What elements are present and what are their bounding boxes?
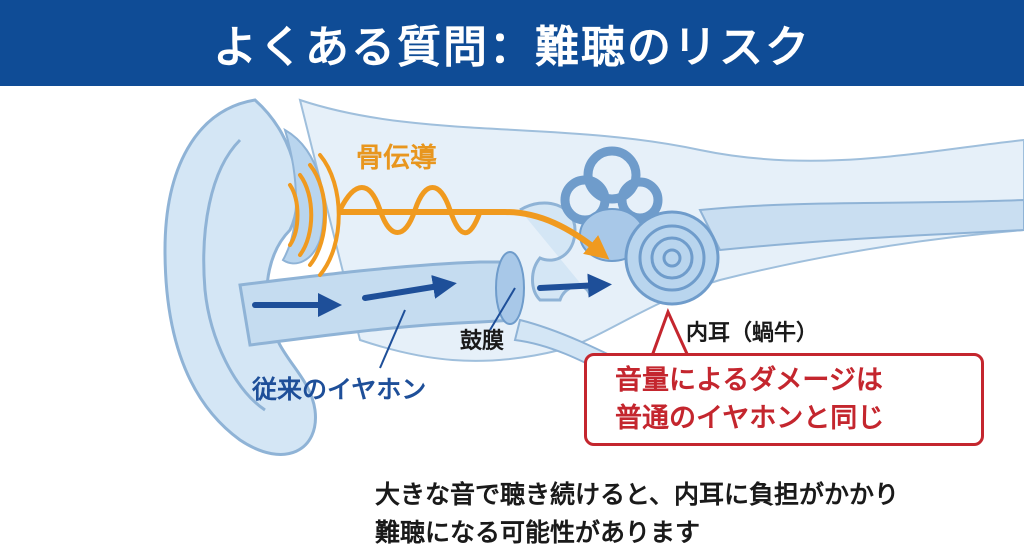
air-arrow-3 (537, 273, 612, 298)
nerve-tube (698, 198, 1024, 252)
vibration-arc-3 (308, 163, 327, 267)
explanation-text: 大きな音で聴き続けると、内耳に負担がかかり 難聴になる可能性があります (375, 476, 899, 552)
callout-tail (649, 308, 691, 358)
callout-line-2: 普通のイヤホンと同じ (615, 403, 885, 434)
vibration-arc-2 (298, 173, 314, 257)
explanation-line-2: 難聴になる可能性があります (375, 518, 701, 547)
bone-conduction-label: 骨伝導 (356, 143, 437, 174)
eardrum-label: 鼓膜 (460, 329, 505, 354)
inner-ear-label: 内耳（蝸牛） (686, 321, 819, 346)
eardrum-pointer (489, 287, 516, 331)
bone-conduction-arrow (337, 209, 610, 260)
semicircular-canal-3 (617, 177, 663, 223)
conventional-earphones-label: 従来のイヤホン (252, 375, 427, 404)
page-title: よくある質問：難聴のリスク (213, 22, 811, 73)
semicircular-canal-1 (583, 146, 641, 204)
vibration-arc-1 (288, 183, 300, 247)
eardrum (495, 251, 525, 325)
outer-ear-inner-fold (202, 138, 266, 412)
title-banner: よくある質問：難聴のリスク (0, 0, 1024, 86)
warning-callout: 音量によるダメージは 普通のイヤホンと同じ (584, 353, 984, 446)
air-arrow-2 (362, 275, 457, 301)
ear-diagram (163, 98, 1024, 456)
outer-ear (163, 98, 317, 456)
explanation-line-1: 大きな音で聴き続けると、内耳に負担がかかり (375, 480, 900, 509)
vibration-arc-4 (318, 153, 341, 277)
earphone-pointer (379, 309, 406, 369)
callout-line-1: 音量によるダメージは (615, 365, 883, 396)
